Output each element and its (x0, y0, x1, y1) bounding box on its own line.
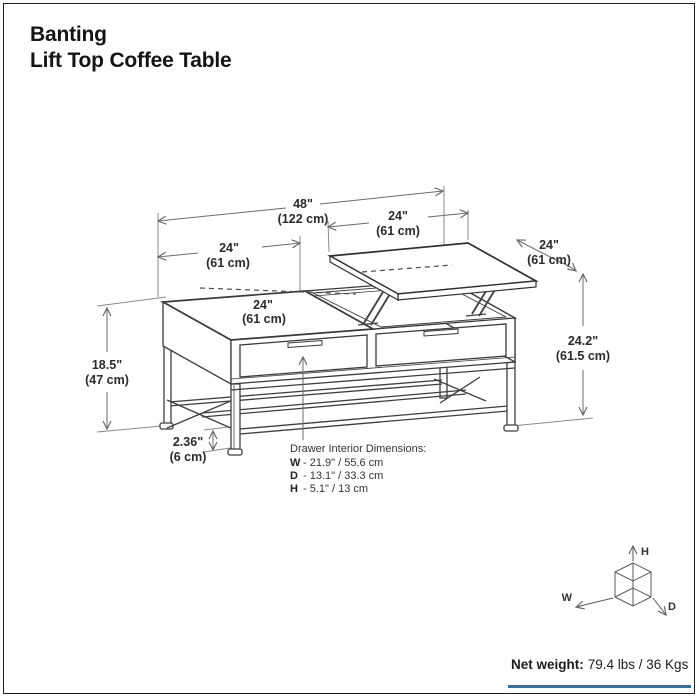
drawer-h-value: - 5.1" / 13 cm (303, 483, 368, 495)
right-drawer (375, 323, 507, 367)
extension-lines (96, 186, 594, 453)
cube-h-label: H (641, 546, 649, 558)
drawer-w-value: - 21.9" / 55.6 cm (303, 457, 383, 469)
product-title: Banting Lift Top Coffee Table (30, 22, 232, 74)
lift-width-in: 24" (388, 209, 408, 223)
height-cm: (47 cm) (85, 373, 129, 387)
axis-cube-icon (574, 544, 667, 617)
overall-width-cm: (122 cm) (278, 212, 329, 226)
clearance-cm: (6 cm) (170, 450, 207, 464)
net-weight: Net weight:79.4 lbs / 36 Kgs (511, 657, 688, 672)
closed-position-dashes (199, 264, 453, 295)
cube-d-label: D (668, 601, 676, 613)
lift-top-panel (327, 242, 539, 302)
accent-underline (508, 685, 691, 688)
drawer-h-key: H (290, 483, 298, 495)
drawer-d-key: D (290, 470, 298, 482)
dimension-lines (102, 187, 588, 452)
product-name: Banting (30, 23, 107, 46)
left-drawer-handle (287, 339, 323, 349)
left-width-in: 24" (219, 241, 239, 255)
top-depth-in: 24" (253, 298, 273, 312)
product-type: Lift Top Coffee Table (30, 49, 232, 72)
drawer-interior-note: Drawer Interior Dimensions: W - 21.9" / … (290, 443, 426, 495)
drawer-w-key: W (290, 457, 301, 469)
table-cabinet (160, 278, 518, 386)
lift-width-cm: (61 cm) (376, 224, 420, 238)
lift-depth-in: 24" (539, 238, 559, 252)
dimension-labels: 48" (122 cm) 24" (61 cm) 24" (61 cm) 24"… (85, 197, 610, 464)
cube-w-label: W (562, 592, 573, 604)
overall-width-in: 48" (293, 197, 313, 211)
drawer-note-heading: Drawer Interior Dimensions: (290, 443, 426, 455)
left-width-cm: (61 cm) (206, 256, 250, 270)
lift-height-cm: (61.5 cm) (556, 349, 610, 363)
clearance-in: 2.36" (173, 435, 203, 449)
lift-height-in: 24.2" (568, 334, 598, 348)
drawer-d-value: - 13.1" / 33.3 cm (303, 470, 383, 482)
net-weight-label: Net weight: (511, 657, 584, 672)
lift-depth-cm: (61 cm) (527, 253, 571, 267)
net-weight-value: 79.4 lbs / 36 Kgs (587, 657, 689, 672)
height-in: 18.5" (92, 358, 122, 372)
top-depth-cm: (61 cm) (242, 312, 286, 326)
right-drawer-handle (423, 328, 459, 337)
